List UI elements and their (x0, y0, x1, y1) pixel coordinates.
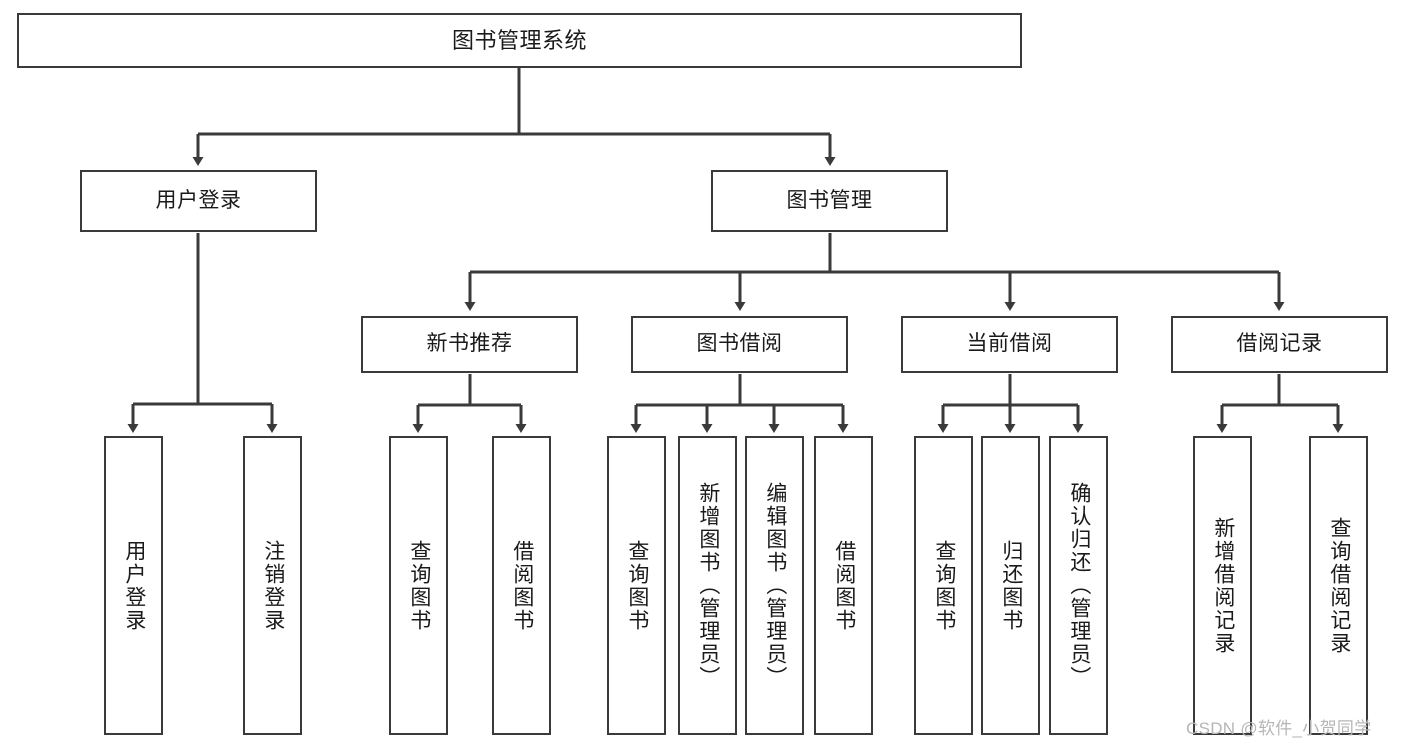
node-label: 新增借阅记录 (1211, 516, 1235, 655)
leaf-current-return-book[interactable]: 归还图书 (981, 436, 1040, 735)
node-label: 查询借阅记录 (1327, 516, 1351, 655)
node-label: 确认归还（管理员） (1067, 482, 1091, 689)
leaf-borrow-borrow-book[interactable]: 借阅图书 (814, 436, 873, 735)
leaf-record-add-borrow-record[interactable]: 新增借阅记录 (1193, 436, 1252, 735)
node-label: 编辑图书（管理员） (763, 482, 787, 689)
node-label: 借阅图书 (832, 539, 856, 632)
leaf-user-logout[interactable]: 注销登录 (243, 436, 302, 735)
node-label: 图书借阅 (696, 332, 783, 356)
node-label: 借阅记录 (1236, 332, 1323, 356)
leaf-recommend-borrow-book[interactable]: 借阅图书 (492, 436, 551, 735)
node-label: 归还图书 (999, 539, 1023, 632)
node-label: 借阅图书 (510, 539, 534, 632)
leaf-user-login-do[interactable]: 用户登录 (104, 436, 163, 735)
leaf-borrow-query-book[interactable]: 查询图书 (607, 436, 666, 735)
node-label: 用户登录 (122, 539, 146, 632)
node-current-borrow[interactable]: 当前借阅 (901, 316, 1118, 373)
node-label: 新书推荐 (426, 332, 513, 356)
node-label: 注销登录 (261, 539, 285, 632)
node-user-login[interactable]: 用户登录 (80, 170, 317, 232)
csdn-watermark: CSDN @软件_小贺同学 (1186, 719, 1372, 738)
leaf-recommend-query-book[interactable]: 查询图书 (389, 436, 448, 735)
node-book-borrow[interactable]: 图书借阅 (631, 316, 848, 373)
leaf-record-query-borrow-record[interactable]: 查询借阅记录 (1309, 436, 1368, 735)
leaf-current-query-book[interactable]: 查询图书 (914, 436, 973, 735)
leaf-borrow-add-book-admin[interactable]: 新增图书（管理员） (678, 436, 737, 735)
node-label: 查询图书 (407, 539, 431, 632)
leaf-current-confirm-return-admin[interactable]: 确认归还（管理员） (1049, 436, 1108, 735)
node-label: 查询图书 (932, 539, 956, 632)
node-book-management[interactable]: 图书管理 (711, 170, 948, 232)
node-new-book-recommend[interactable]: 新书推荐 (361, 316, 578, 373)
leaf-borrow-edit-book-admin[interactable]: 编辑图书（管理员） (745, 436, 804, 735)
node-label: 图书管理系统 (451, 27, 587, 53)
node-root-system[interactable]: 图书管理系统 (17, 13, 1022, 68)
node-label: 用户登录 (155, 188, 242, 212)
node-label: 图书管理 (786, 188, 873, 212)
node-borrow-record[interactable]: 借阅记录 (1171, 316, 1388, 373)
node-label: 查询图书 (625, 539, 649, 632)
node-label: 当前借阅 (966, 332, 1053, 356)
node-label: 新增图书（管理员） (696, 482, 720, 689)
